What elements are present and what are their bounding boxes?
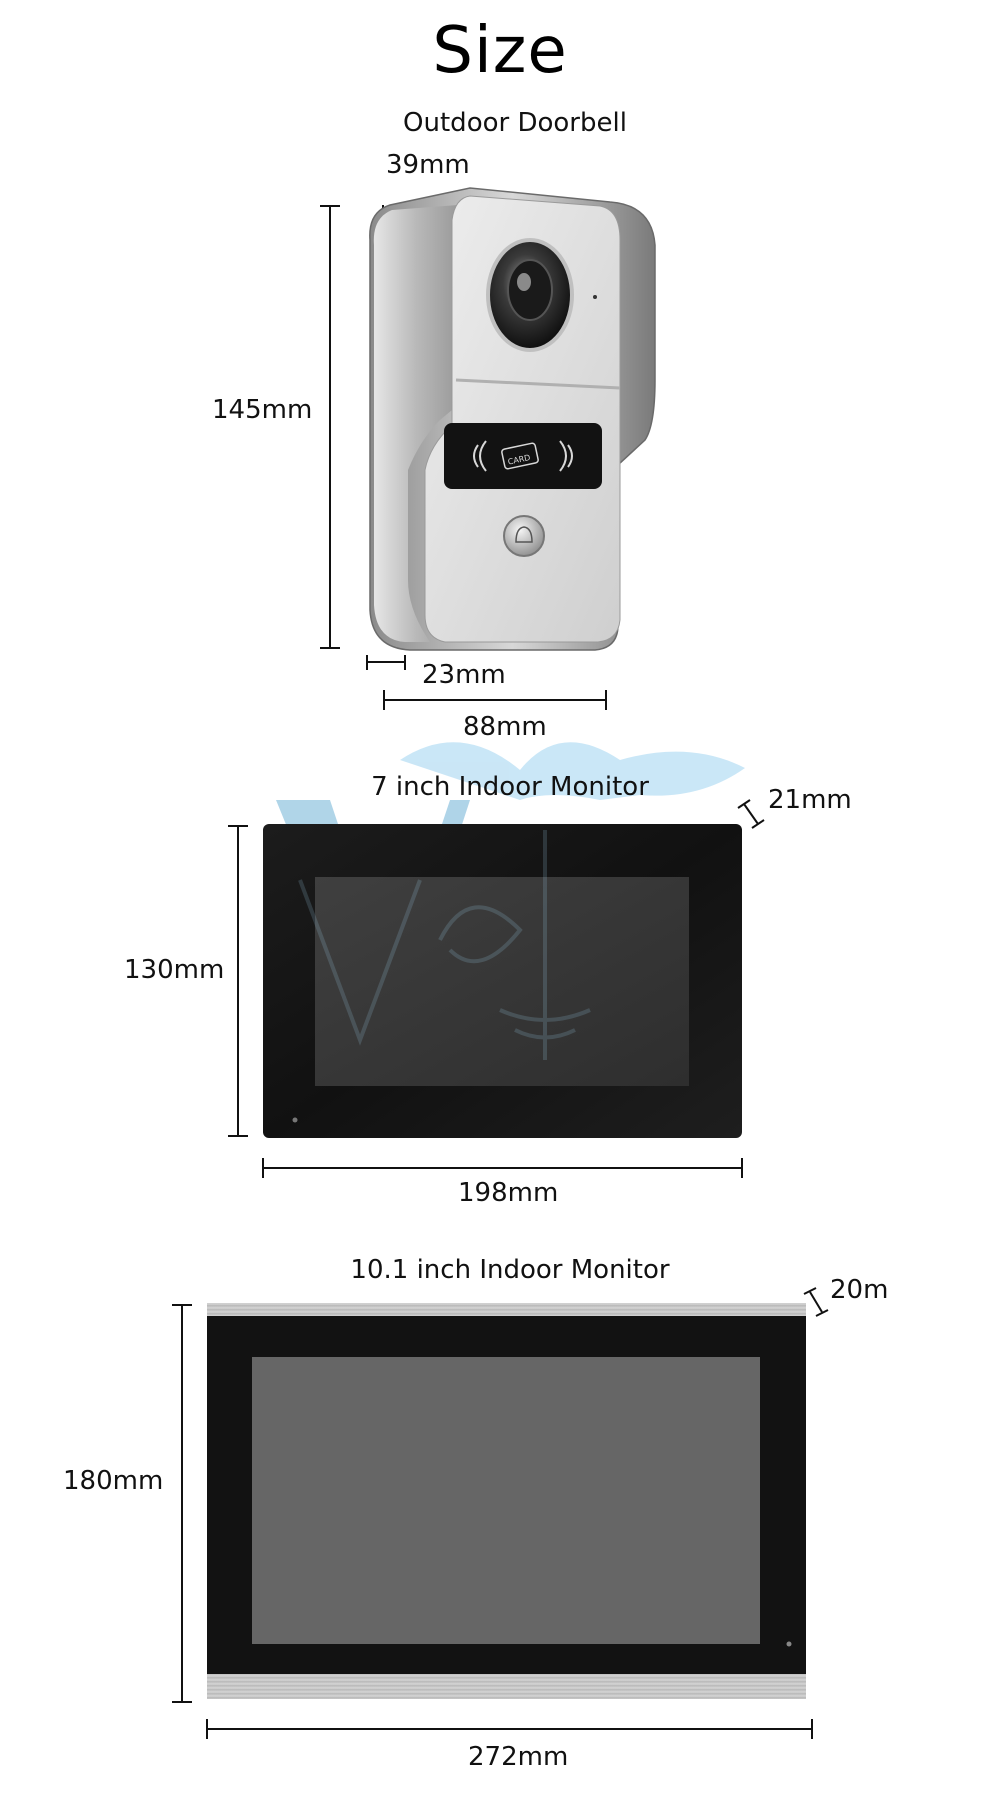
monitor10-bottom-strip xyxy=(207,1674,806,1699)
monitor10-width-label: 272mm xyxy=(468,1742,569,1772)
monitor7-indicator-led xyxy=(292,1117,298,1123)
doorbell-height-label: 145mm xyxy=(212,395,313,425)
monitor10-height-label: 180mm xyxy=(63,1466,164,1496)
monitor10-screen xyxy=(252,1357,760,1644)
doorbell-width-label: 88mm xyxy=(463,712,547,742)
call-button xyxy=(503,515,545,557)
monitor10-top-strip xyxy=(207,1303,806,1316)
monitor10-thickness-label: 20m xyxy=(830,1275,889,1305)
doorbell-title: Outdoor Doorbell xyxy=(403,108,627,138)
card-icon xyxy=(501,442,539,470)
doorbell-bottom-depth-label: 23mm xyxy=(422,660,506,690)
monitor7-height-label: 130mm xyxy=(124,955,225,985)
doorbell-depth-label: 39mm xyxy=(386,150,470,180)
rfid-panel xyxy=(444,423,602,489)
monitor7-thickness-label: 21mm xyxy=(768,785,852,815)
monitor10-indicator-led xyxy=(786,1641,792,1647)
monitor7-width-label: 198mm xyxy=(458,1178,559,1208)
doorbell-side xyxy=(373,205,458,642)
bell-icon xyxy=(515,526,533,543)
monitor7-screen xyxy=(315,877,689,1086)
monitor10-title: 10.1 inch Indoor Monitor xyxy=(350,1255,670,1285)
mic-hole xyxy=(593,295,597,299)
monitor7-title: 7 inch Indoor Monitor xyxy=(371,772,649,802)
page-title: Size xyxy=(432,14,568,88)
